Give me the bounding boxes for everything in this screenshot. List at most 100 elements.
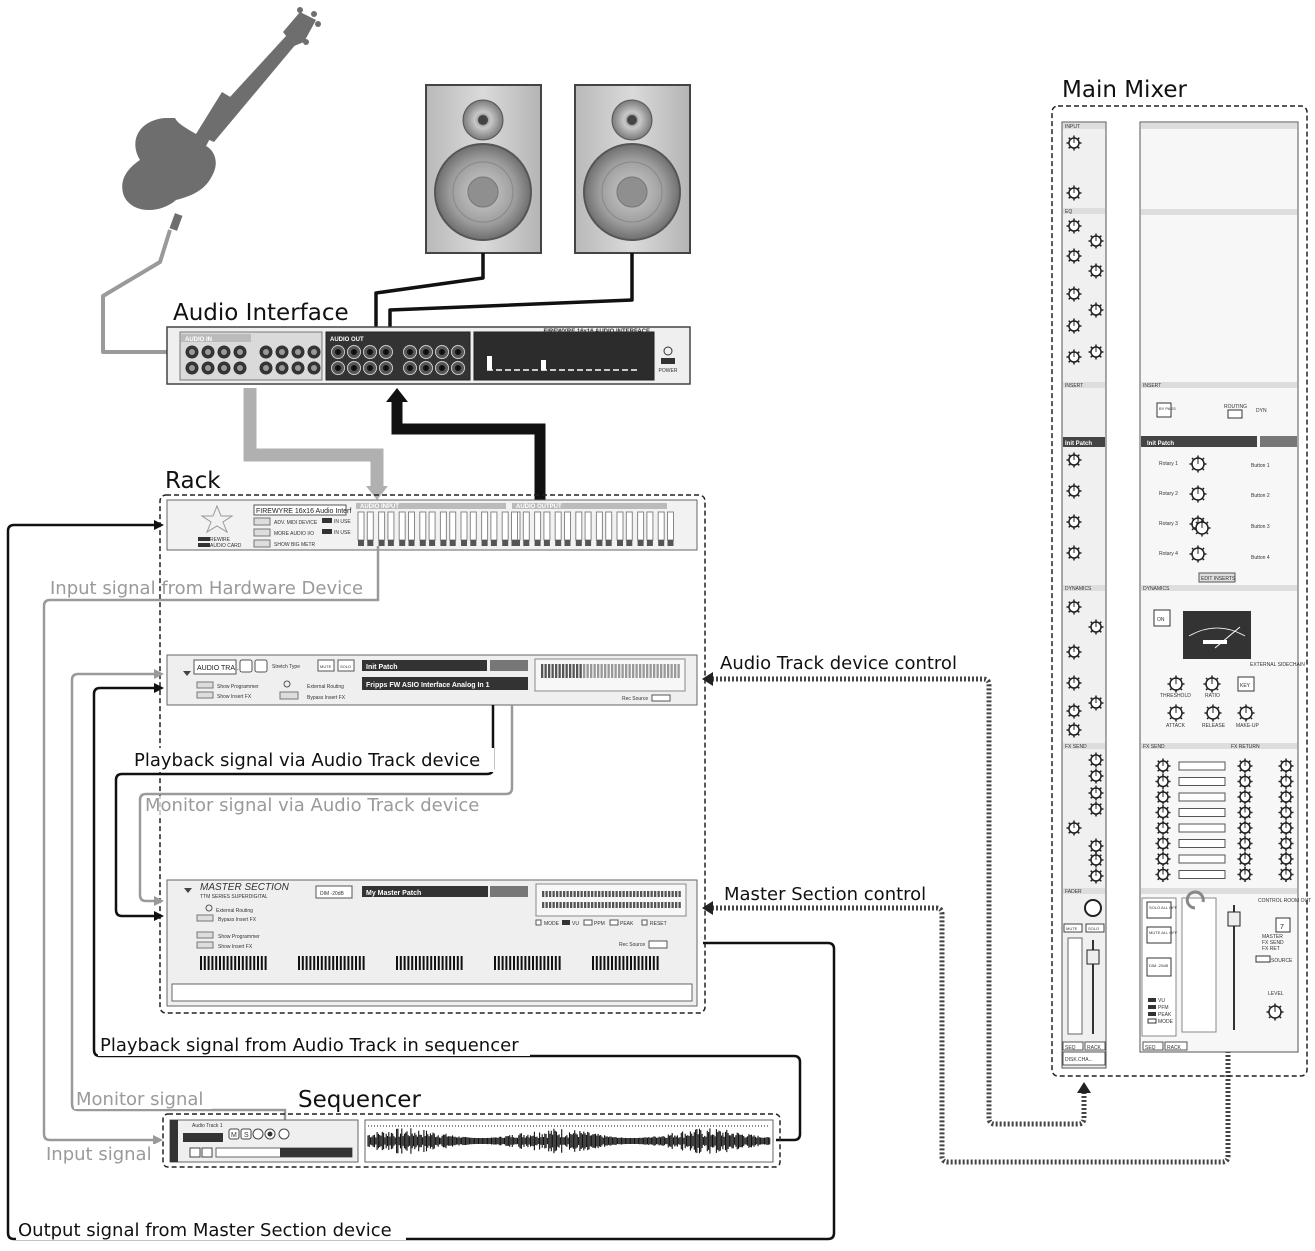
meter-segment — [577, 891, 580, 897]
slot-mark — [305, 956, 308, 970]
knob-icon — [1066, 514, 1082, 530]
slot-mark — [336, 956, 338, 970]
meter-segment — [619, 902, 622, 908]
input-channel — [357, 511, 365, 541]
slot-mark — [528, 956, 531, 970]
knob-icon — [1278, 867, 1294, 882]
slot-mark — [626, 956, 629, 970]
knob-icon — [1237, 774, 1253, 789]
master-dim-button[interactable]: DIM -20dB — [1149, 963, 1168, 968]
meter-segment — [643, 891, 646, 897]
slot-mark — [411, 956, 414, 970]
slot-mark — [343, 956, 346, 970]
meter-segment — [633, 891, 636, 897]
solo-all-off[interactable]: SOLO ALL OFF — [1149, 905, 1178, 910]
meter-segment — [647, 902, 650, 908]
input-channel — [449, 511, 457, 541]
rotary-3-label: Rotary 3 — [1159, 521, 1178, 527]
meter-segment — [548, 664, 551, 678]
edit-inserts-button[interactable]: EDIT INSERTS — [1201, 576, 1236, 582]
knob-icon — [1066, 644, 1082, 660]
input-channel — [511, 511, 518, 541]
output-channel — [554, 511, 562, 541]
slot-mark — [253, 956, 256, 970]
meter-segment — [570, 891, 573, 897]
meter-segment — [545, 891, 548, 897]
slot-mark — [320, 956, 323, 970]
slot-mark — [415, 956, 417, 970]
input-channel — [439, 511, 447, 541]
knob-icon — [1167, 675, 1185, 693]
mute-all-off[interactable]: MUTE ALL OFF — [1149, 930, 1178, 935]
slot-mark — [607, 956, 610, 970]
meter-segment — [636, 902, 639, 908]
meter-segment — [625, 664, 628, 678]
slot-mark — [426, 956, 429, 970]
meter-segment — [654, 902, 657, 908]
interface-model: FIREWYRE 16x16 AUDIO INTERFACE — [544, 329, 650, 335]
input-channel — [460, 511, 468, 541]
rotary-4-label: Rotary 4 — [1159, 551, 1178, 557]
meter-segment — [667, 664, 670, 678]
slot-mark — [301, 956, 304, 970]
meter-segment — [570, 902, 573, 908]
mixer-dynamics-label: DYNAMICS — [1065, 586, 1092, 592]
meter-segment — [573, 902, 576, 908]
slot-mark — [215, 956, 218, 970]
external-sidechain-label: EXTERNAL SIDECHAIN — [1250, 662, 1305, 668]
meter-segment — [584, 902, 587, 908]
mixer-disk-channel: DISK.CHA... — [1065, 1057, 1093, 1063]
meter-segment — [622, 891, 625, 897]
label-input-hw: Input signal from Hardware Device — [50, 578, 363, 599]
slot-mark — [332, 956, 335, 970]
mixer-strip-mute: MUTE — [1066, 926, 1078, 931]
slot-mark — [399, 956, 402, 970]
master-bypass: BY PASS — [1159, 406, 1176, 411]
attack-label: ATTACK — [1166, 723, 1186, 729]
knob-icon — [1066, 135, 1082, 151]
master-seq: SEQ — [1145, 1045, 1156, 1051]
knob-icon — [1066, 318, 1082, 334]
knob-icon — [1066, 452, 1082, 468]
master-meter — [542, 891, 681, 908]
slot-mark — [434, 956, 436, 970]
label-output-master: Output signal from Master Section device — [18, 1220, 392, 1241]
meter-segment — [674, 664, 677, 678]
cr-master: MASTER — [1262, 934, 1283, 940]
knob-icon — [1278, 805, 1294, 820]
in-use-label-2: IN USE — [334, 530, 351, 536]
slot-mark — [298, 956, 300, 970]
meter-segment — [573, 891, 576, 897]
knob-icon — [1088, 852, 1104, 868]
meter-segment — [628, 664, 631, 678]
audio-card-label: AUDIO CARD — [210, 543, 242, 549]
meter-segment — [626, 902, 629, 908]
output-channel — [575, 511, 583, 541]
slot-mark — [494, 956, 496, 970]
knob-icon — [1155, 805, 1171, 820]
meter-segment — [657, 891, 660, 897]
cr-fxret: FX RET — [1262, 946, 1280, 952]
meter-segment — [640, 902, 643, 908]
master-patch-name: My Master Patch — [366, 890, 421, 897]
knob-icon — [1066, 349, 1082, 365]
knob-icon — [1066, 675, 1082, 691]
meter-segment — [566, 902, 569, 908]
meter-segment — [549, 902, 552, 908]
knob-icon — [1155, 789, 1171, 805]
slot-mark — [554, 956, 557, 970]
knob-icon — [1237, 789, 1253, 805]
meter-segment — [552, 891, 555, 897]
output-channel — [534, 511, 542, 541]
channel-strip-knobs — [1066, 135, 1104, 884]
slot-mark — [547, 956, 550, 970]
meter-segment — [622, 902, 625, 908]
stretch-type-label: Stretch Type — [272, 664, 300, 670]
knob-icon — [1088, 801, 1104, 817]
slot-mark — [516, 956, 519, 970]
slot-mark — [241, 956, 244, 970]
master-dim: DIM -20dB — [320, 891, 345, 897]
master-strip-knobs — [1155, 455, 1294, 1021]
meter-segment — [629, 891, 632, 897]
meter-segment — [675, 902, 678, 908]
